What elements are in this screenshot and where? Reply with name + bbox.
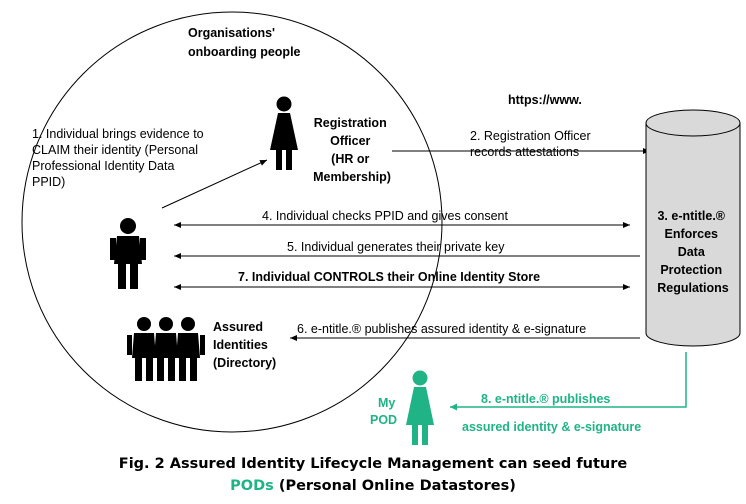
circle-title: Organisations' onboarding people [188, 26, 301, 59]
figure-caption-line-1: Fig. 2 Assured Identity Lifecycle Manage… [119, 456, 628, 472]
url-text: https://www. [508, 93, 582, 107]
my-pod-line-2: POD [370, 413, 397, 427]
datastore-line-3: Data [678, 245, 706, 259]
caption-line-2-rest: (Personal Online Datastores) [279, 478, 516, 494]
step6-text: 6. e-ntitle.® publishes assured identity… [297, 322, 586, 336]
assured-identities-label: Assured Identities (Directory) [213, 320, 276, 370]
arrow-step-8 [450, 352, 687, 411]
assured-line-1: Assured [213, 320, 263, 334]
step8-text: 8. e-ntitle.® publishes assured identity… [462, 392, 641, 434]
officer-woman-icon [270, 96, 298, 170]
step2-line-2: records attestations [470, 145, 579, 159]
datastore-line-2: Enforces [665, 227, 719, 241]
step1-line-4: PPID) [32, 175, 65, 189]
my-pod-line-1: My [378, 396, 395, 410]
officer-line-2: Officer [330, 134, 370, 148]
datastore-line-4: Protection [660, 263, 722, 277]
individual-person-icon [110, 218, 146, 289]
datastore-label: 3. e-ntitle.® Enforces Data Protection R… [657, 209, 729, 295]
assured-line-3: (Directory) [213, 356, 276, 370]
step8-line-1: 8. e-ntitle.® publishes [481, 392, 610, 406]
officer-line-3: (HR or [331, 152, 369, 166]
step5-text: 5. Individual generates their private ke… [287, 240, 505, 254]
step4-text: 4. Individual checks PPID and gives cons… [262, 209, 508, 223]
my-pod-label: My POD [370, 396, 399, 427]
assured-line-2: Identities [213, 338, 268, 352]
officer-line-1: Registration [314, 116, 387, 130]
assured-identities-group-icon [127, 317, 205, 381]
pod-woman-icon [406, 370, 434, 445]
datastore-cylinder-icon [645, 109, 741, 347]
caption-pods-word: PODs [230, 478, 274, 494]
step1-line-3: Professional Identity Data [32, 159, 174, 173]
arrow-individual-to-officer [161, 159, 268, 209]
datastore-line-5: Regulations [657, 281, 729, 295]
step2-text: 2. Registration Officer records attestat… [470, 129, 594, 159]
step8-line-2: assured identity & e-signature [462, 420, 641, 434]
datastore-line-1: 3. e-ntitle.® [657, 209, 725, 223]
step2-line-1: 2. Registration Officer [470, 129, 591, 143]
step1-line-1: 1. Individual brings evidence to [32, 127, 204, 141]
step1-text: 1. Individual brings evidence to CLAIM t… [32, 127, 207, 189]
circle-title-line-1: Organisations' [188, 26, 275, 40]
step7-text: 7. Individual CONTROLS their Online Iden… [238, 270, 540, 284]
registration-officer-label: Registration Officer (HR or Membership) [313, 116, 391, 184]
step1-line-2: CLAIM their identity (Personal [32, 143, 198, 157]
figure-caption-line-2: PODs (Personal Online Datastores) [230, 478, 516, 494]
circle-title-line-2: onboarding people [188, 45, 301, 59]
officer-line-4: Membership) [313, 170, 391, 184]
